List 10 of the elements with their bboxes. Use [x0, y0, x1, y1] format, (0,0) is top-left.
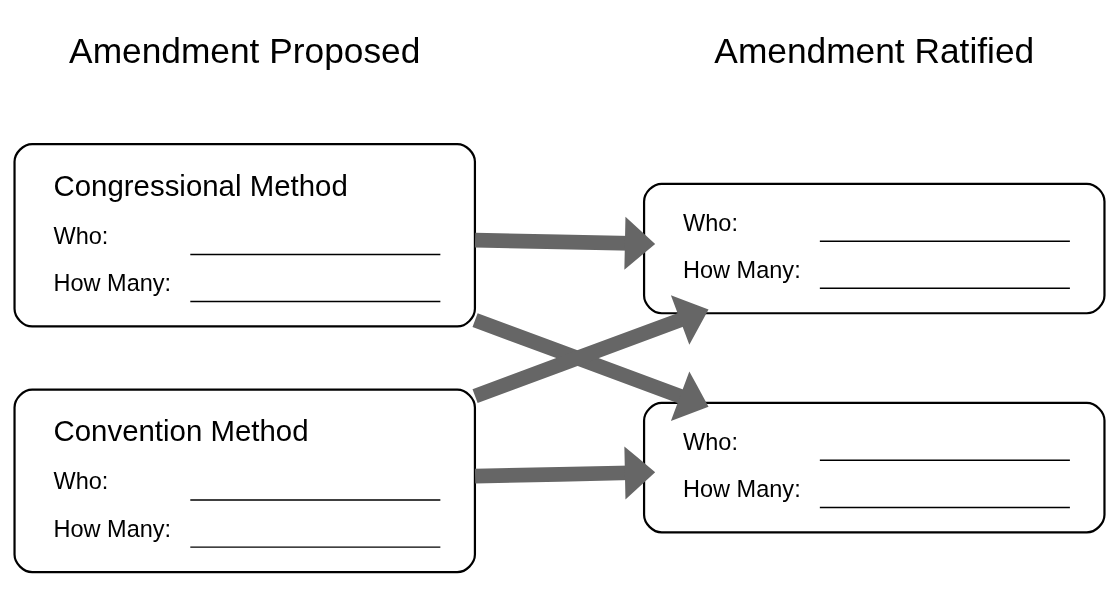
arrow: [474, 445, 656, 499]
label: Amendment Proposed: [69, 30, 421, 70]
node-box: Convention Method Who: How Many:: [13, 388, 477, 573]
label: Amendment Ratified: [714, 30, 1035, 70]
arrow: [472, 294, 709, 403]
arrow: [474, 216, 656, 270]
node-box: Who: How Many:: [642, 182, 1106, 314]
arrow: [472, 312, 709, 421]
node-box: Who: How Many:: [642, 401, 1106, 533]
node-box: Congressional Method Who: How Many:: [13, 142, 477, 328]
